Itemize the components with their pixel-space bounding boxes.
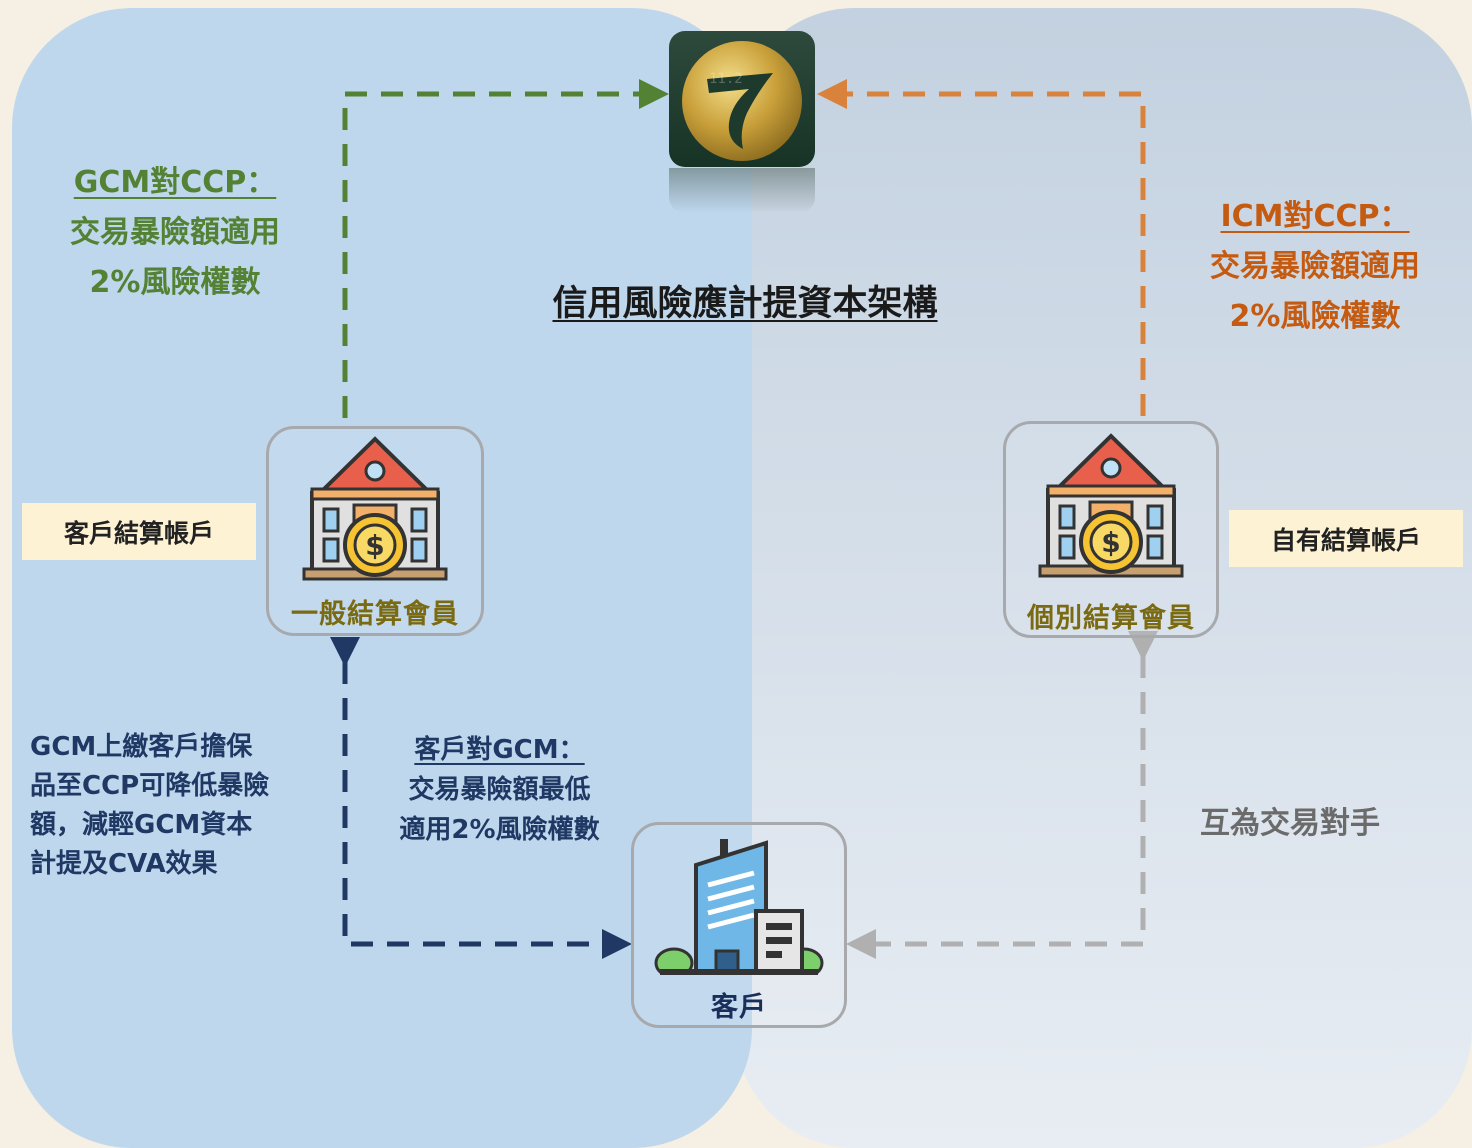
icm-ccp-line2: 2%風險權數 xyxy=(1229,299,1401,334)
collateral-line2: 品至CCP可降低暴險 xyxy=(30,771,270,801)
collateral-line3: 額，減輕GCM資本 xyxy=(30,810,253,840)
arrow-gcm-to-ccp xyxy=(342,79,669,418)
gcm-node[interactable]: $ 一般結算會員 xyxy=(266,426,484,636)
gcm-ccp-line1: 交易暴險額適用 xyxy=(70,215,280,250)
gcm-collateral-note: GCM上繳客戶擔保 品至CCP可降低暴險 額，減輕GCM資本 計提及CVA效果 xyxy=(30,728,330,884)
diagram-title: 信用風險應計提資本架構 xyxy=(552,284,938,324)
gcm-ccp-heading: GCM對CCP： xyxy=(73,165,277,200)
office-building-icon xyxy=(654,835,824,979)
arrow-client-gcm xyxy=(330,637,632,959)
collateral-line1: GCM上繳客戶擔保 xyxy=(30,732,253,762)
icm-ccp-heading: ICM對CCP： xyxy=(1220,199,1410,234)
counterparty-note: 互為交易對手 xyxy=(1200,806,1380,841)
client-node[interactable]: 客戶 xyxy=(631,822,847,1028)
client-gcm-heading: 客戶對GCM： xyxy=(414,735,585,765)
gcm-label: 一般結算會員 xyxy=(291,599,459,630)
svg-text:11.2: 11.2 xyxy=(709,71,743,87)
arrow-icm-client xyxy=(846,631,1158,959)
client-account-tag: 客戶結算帳戶 xyxy=(22,503,256,560)
client-label: 客戶 xyxy=(711,992,767,1023)
icm-ccp-annotation: ICM對CCP： 交易暴險額適用 2%風險權數 xyxy=(1170,192,1460,342)
client-gcm-line1: 交易暴險額最低 xyxy=(408,775,591,805)
icm-node[interactable]: $ 個別結算會員 xyxy=(1003,421,1219,638)
svg-text:$: $ xyxy=(1101,526,1120,559)
icm-ccp-line1: 交易暴險額適用 xyxy=(1210,249,1420,284)
bank-coin-icon: $ xyxy=(1036,430,1186,584)
arrow-icm-to-ccp xyxy=(817,79,1146,416)
svg-text:$: $ xyxy=(365,529,384,562)
client-gcm-annotation: 客戶對GCM： 交易暴險額最低 適用2%風險權數 xyxy=(372,730,627,850)
ccp-logo-icon: 11.2 xyxy=(669,31,815,167)
collateral-line4: 計提及CVA效果 xyxy=(30,849,218,879)
bank-coin-icon: $ xyxy=(300,433,450,587)
client-gcm-line2: 適用2%風險權數 xyxy=(399,815,600,845)
own-account-tag: 自有結算帳戶 xyxy=(1229,510,1463,567)
connector-arrows xyxy=(330,79,1158,959)
logo-reflection xyxy=(669,168,815,213)
icm-label: 個別結算會員 xyxy=(1027,603,1195,634)
gcm-ccp-line2: 2%風險權數 xyxy=(89,265,261,300)
gcm-ccp-annotation: GCM對CCP： 交易暴險額適用 2%風險權數 xyxy=(30,158,320,308)
